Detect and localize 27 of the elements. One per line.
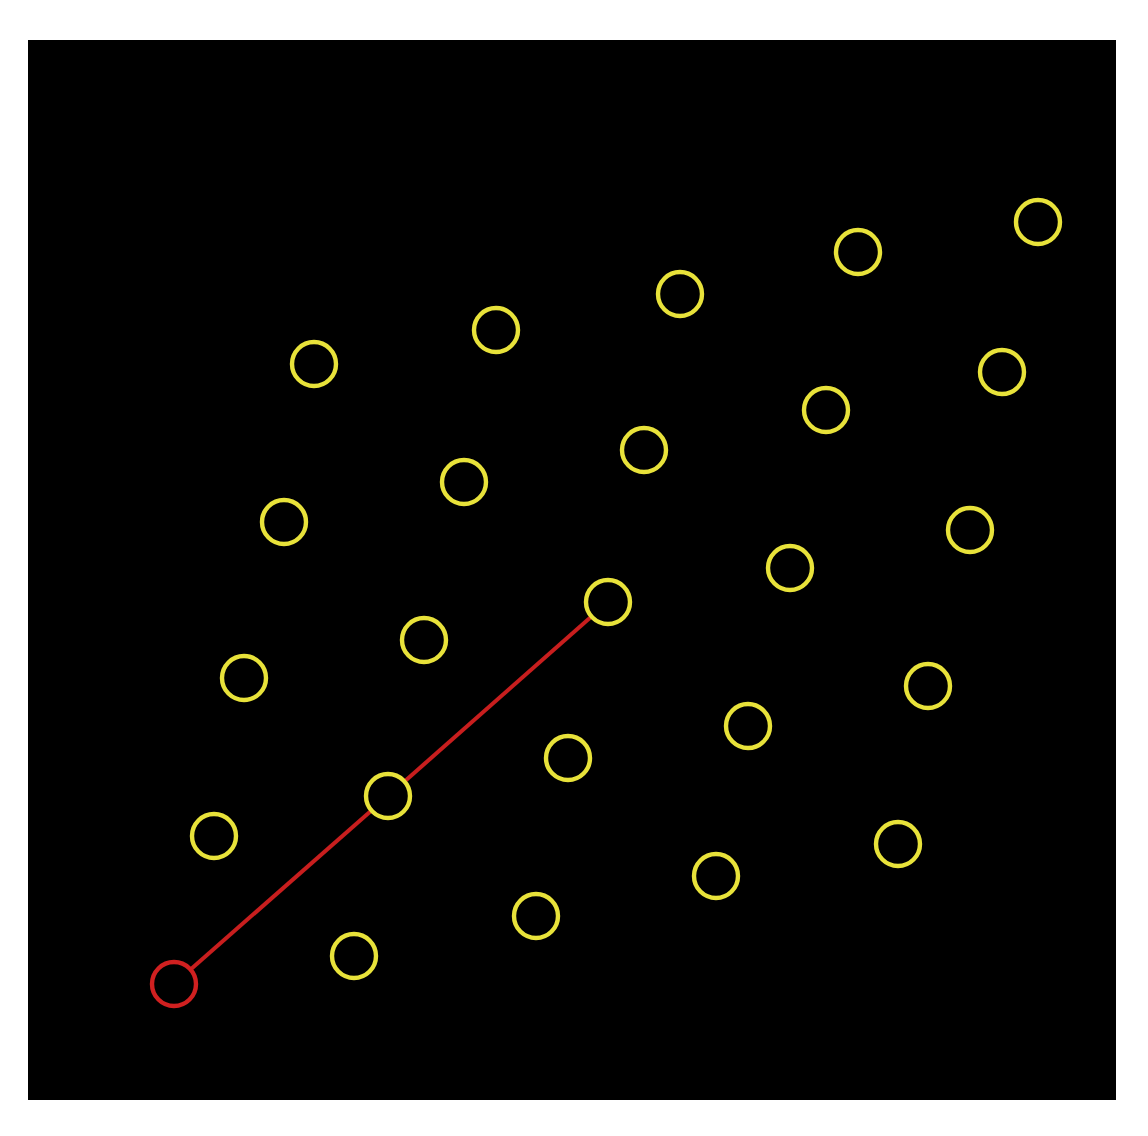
ring-marker	[326, 928, 382, 984]
ring-marker	[688, 848, 744, 904]
ring-marker	[798, 382, 854, 438]
connector-line	[189, 809, 373, 971]
ring-marker	[762, 540, 818, 596]
ring-marker	[146, 956, 202, 1012]
ring-marker	[870, 816, 926, 872]
ring-marker	[580, 574, 636, 630]
ring-marker	[720, 698, 776, 754]
ring-marker	[652, 266, 708, 322]
ring-marker	[900, 658, 956, 714]
ring-marker	[436, 454, 492, 510]
ring-marker	[360, 768, 416, 824]
ring-marker	[468, 302, 524, 358]
ring-marker	[974, 344, 1030, 400]
ring-marker	[1010, 194, 1066, 250]
ring-marker	[508, 888, 564, 944]
ring-marker	[256, 494, 312, 550]
ring-marker	[830, 224, 886, 280]
connector-line	[403, 615, 593, 783]
ring-marker	[286, 336, 342, 392]
ring-marker	[216, 650, 272, 706]
ring-marker	[540, 730, 596, 786]
ring-marker	[616, 422, 672, 478]
ring-marker	[942, 502, 998, 558]
ring-marker	[396, 612, 452, 668]
ring-marker	[186, 808, 242, 864]
